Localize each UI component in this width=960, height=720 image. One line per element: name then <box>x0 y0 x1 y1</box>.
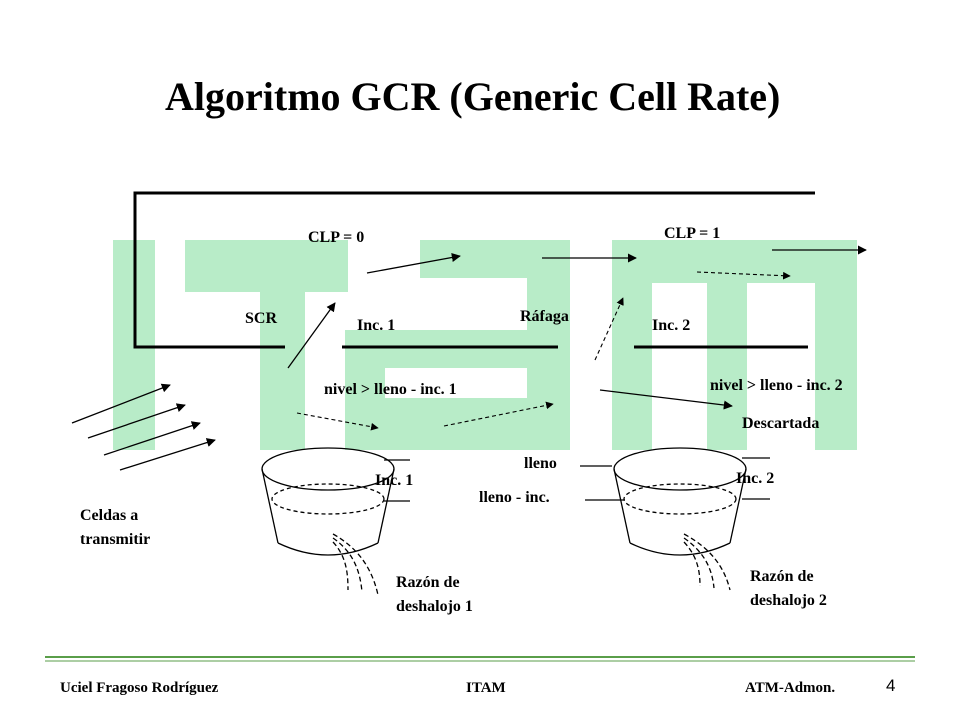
logo-letter-m-right <box>815 240 857 450</box>
label-nivel-inc1: nivel > lleno - inc. 1 <box>324 381 457 398</box>
page-number: 4 <box>886 676 896 695</box>
bucket-2-level <box>623 483 737 515</box>
label-celdas-line2: transmitir <box>80 531 151 548</box>
logo-letter-m-mid <box>707 240 747 450</box>
dashed-arrow-clp1 <box>696 271 791 280</box>
bucket-2-outflow <box>683 533 731 591</box>
label-rafaga: Ráfaga <box>520 308 569 325</box>
discard-arrow <box>599 389 733 410</box>
scr-arrow <box>287 302 336 369</box>
leaky-bucket-1 <box>261 447 395 596</box>
label-scr: SCR <box>245 310 278 327</box>
footer-institution: ITAM <box>466 680 506 696</box>
dashed-arrow-middle <box>443 401 554 427</box>
label-nivel-inc2: nivel > lleno - inc. 2 <box>710 377 843 394</box>
label-descartada: Descartada <box>742 415 820 432</box>
feedback-frame-line <box>133 191 815 349</box>
incoming-arrow <box>87 403 186 439</box>
incoming-arrow <box>103 421 201 456</box>
label-razon2-line1: Razón de <box>750 568 814 585</box>
bucket-1-level <box>271 483 385 515</box>
leaky-bucket-2 <box>613 447 747 591</box>
label-inc2-top: Inc. 2 <box>652 317 691 334</box>
dashed-arrows <box>296 271 791 431</box>
label-inc1-top: Inc. 1 <box>357 317 396 334</box>
incoming-cell-arrows <box>71 383 216 471</box>
footer-course: ATM-Admon. <box>745 680 836 696</box>
label-lleno-inc: lleno - inc. <box>479 489 550 506</box>
slide-title: Algoritmo GCR (Generic Cell Rate) <box>165 74 781 119</box>
label-clp0: CLP = 0 <box>308 229 365 246</box>
logo-letter-a-mid <box>345 330 570 368</box>
incoming-arrow <box>119 438 216 471</box>
dashed-arrow-rafaga <box>594 297 624 361</box>
logo-letter-t-stem <box>260 240 305 450</box>
label-razon1-line1: Razón de <box>396 574 460 591</box>
label-inc1-bucket: Inc. 1 <box>375 472 414 489</box>
label-clp1: CLP = 1 <box>664 225 721 242</box>
incoming-arrow <box>71 383 171 424</box>
itam-logo-watermark <box>113 240 857 450</box>
logo-letter-m-left <box>612 240 652 450</box>
label-inc2-bucket: Inc. 2 <box>736 470 775 487</box>
label-celdas-line1: Celdas a <box>80 507 139 524</box>
bucket-2-rim <box>613 447 747 491</box>
label-razon1-line2: deshalojo 1 <box>396 598 473 615</box>
footer-author: Uciel Fragoso Rodríguez <box>60 680 219 696</box>
label-razon2-line2: deshalojo 2 <box>750 592 827 609</box>
label-lleno: lleno <box>524 455 557 472</box>
clp0-arrow <box>366 252 461 274</box>
